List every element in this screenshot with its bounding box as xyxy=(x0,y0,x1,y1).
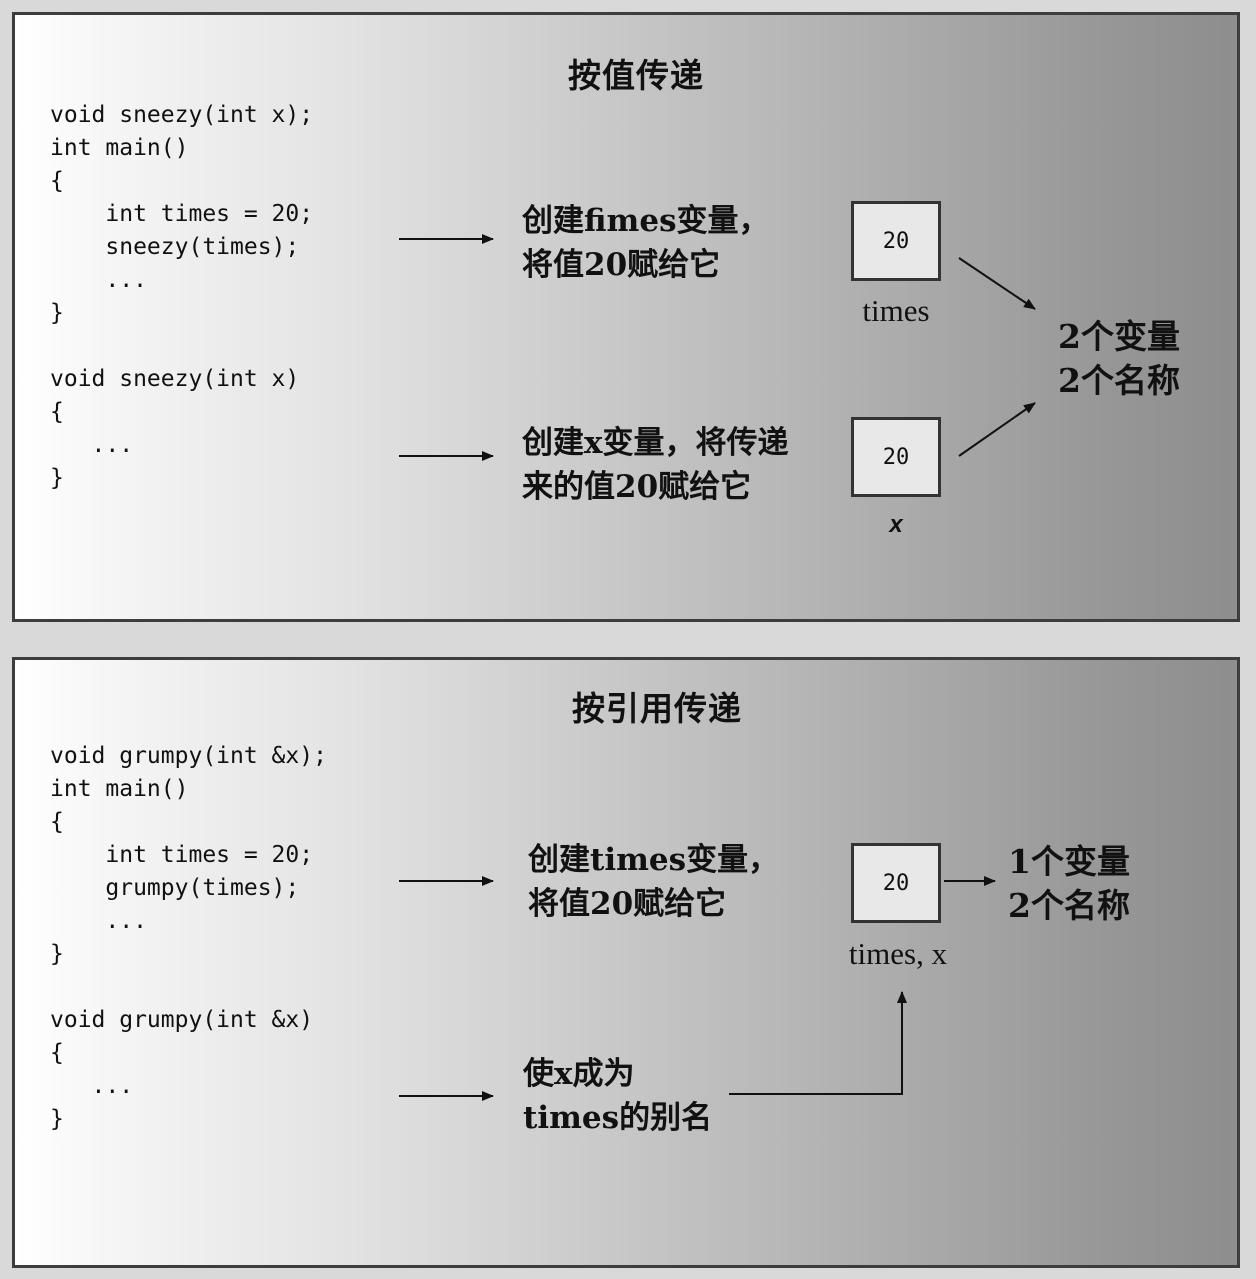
code-line: void sneezy(int x) xyxy=(50,366,300,392)
code-line: int main() xyxy=(50,135,189,161)
code-line: void grumpy(int &x) xyxy=(50,1007,314,1033)
times-variable-box: 20 xyxy=(851,201,941,281)
pass-by-value-panel: 按值传递 void sneezy(int x); int main() { in… xyxy=(12,12,1240,622)
code-line: int times = 20; xyxy=(50,842,314,868)
times-variable-label: times xyxy=(862,293,930,328)
code-line: ... xyxy=(50,267,147,293)
code-listing: void sneezy(int x); int main() { int tim… xyxy=(50,99,313,495)
x-variable-box: 20 xyxy=(851,417,941,497)
main-description: 创建fimes变量， 将值20赋给它 xyxy=(522,199,770,287)
code-line: } xyxy=(50,1106,64,1132)
code-line: int times = 20; xyxy=(50,201,314,227)
code-listing: void grumpy(int &x); int main() { int ti… xyxy=(50,740,327,1136)
description-line: 来的值20赋给它 xyxy=(522,469,752,505)
arrow-x-to-summary xyxy=(958,402,1036,457)
code-line: } xyxy=(50,465,64,491)
code-line: grumpy(times); xyxy=(50,875,300,901)
description-line: 创建fimes变量， xyxy=(522,203,770,239)
summary-text: 2个变量 2个名称 xyxy=(1058,315,1180,403)
summary-line: 2个名称 xyxy=(1008,886,1130,925)
summary-text: 1个变量 2个名称 xyxy=(1008,840,1130,928)
summary-line: 2个名称 xyxy=(1058,361,1180,400)
summary-line: 1个变量 xyxy=(1008,842,1130,881)
description-line: 使x成为 xyxy=(523,1056,635,1092)
arrows-layer xyxy=(399,876,996,1101)
panel-title: 按引用传递 xyxy=(572,689,742,728)
code-line: int main() xyxy=(50,776,189,802)
main-description: 创建times变量， 将值20赋给它 xyxy=(528,838,779,926)
code-line: void grumpy(int &x); xyxy=(50,743,327,769)
summary-line: 2个变量 xyxy=(1058,317,1180,356)
code-line: ... xyxy=(50,432,134,458)
code-line: { xyxy=(50,1040,64,1066)
description-line: 将值20赋给它 xyxy=(528,886,727,922)
panel-title: 按值传递 xyxy=(568,56,704,95)
arrow-alias-to-box xyxy=(729,991,907,1095)
code-line: } xyxy=(50,300,64,326)
x-variable-label: x xyxy=(889,511,903,538)
code-line: void sneezy(int x); xyxy=(50,102,314,128)
code-line: ... xyxy=(50,1073,134,1099)
description-line: 将值20赋给它 xyxy=(522,247,721,283)
arrows-layer xyxy=(399,234,1036,461)
code-line: { xyxy=(50,809,64,835)
code-line: { xyxy=(50,399,64,425)
function-description: 创建x变量，将传递 来的值20赋给它 xyxy=(522,421,788,509)
code-line: { xyxy=(50,168,64,194)
pass-by-reference-panel: 按引用传递 void grumpy(int &x); int main() { … xyxy=(12,657,1240,1268)
description-line: times的别名 xyxy=(523,1100,713,1136)
shared-variable-box: 20 xyxy=(851,843,941,923)
description-line: 创建x变量，将传递 xyxy=(522,425,789,461)
description-line: 创建times变量， xyxy=(528,842,780,878)
function-description: 使x成为 times的别名 xyxy=(523,1052,712,1140)
code-line: ... xyxy=(50,908,147,934)
arrow-times-to-summary xyxy=(958,257,1036,310)
code-line: sneezy(times); xyxy=(50,234,300,260)
shared-variable-label: times, x xyxy=(848,936,948,971)
code-line: } xyxy=(50,941,64,967)
